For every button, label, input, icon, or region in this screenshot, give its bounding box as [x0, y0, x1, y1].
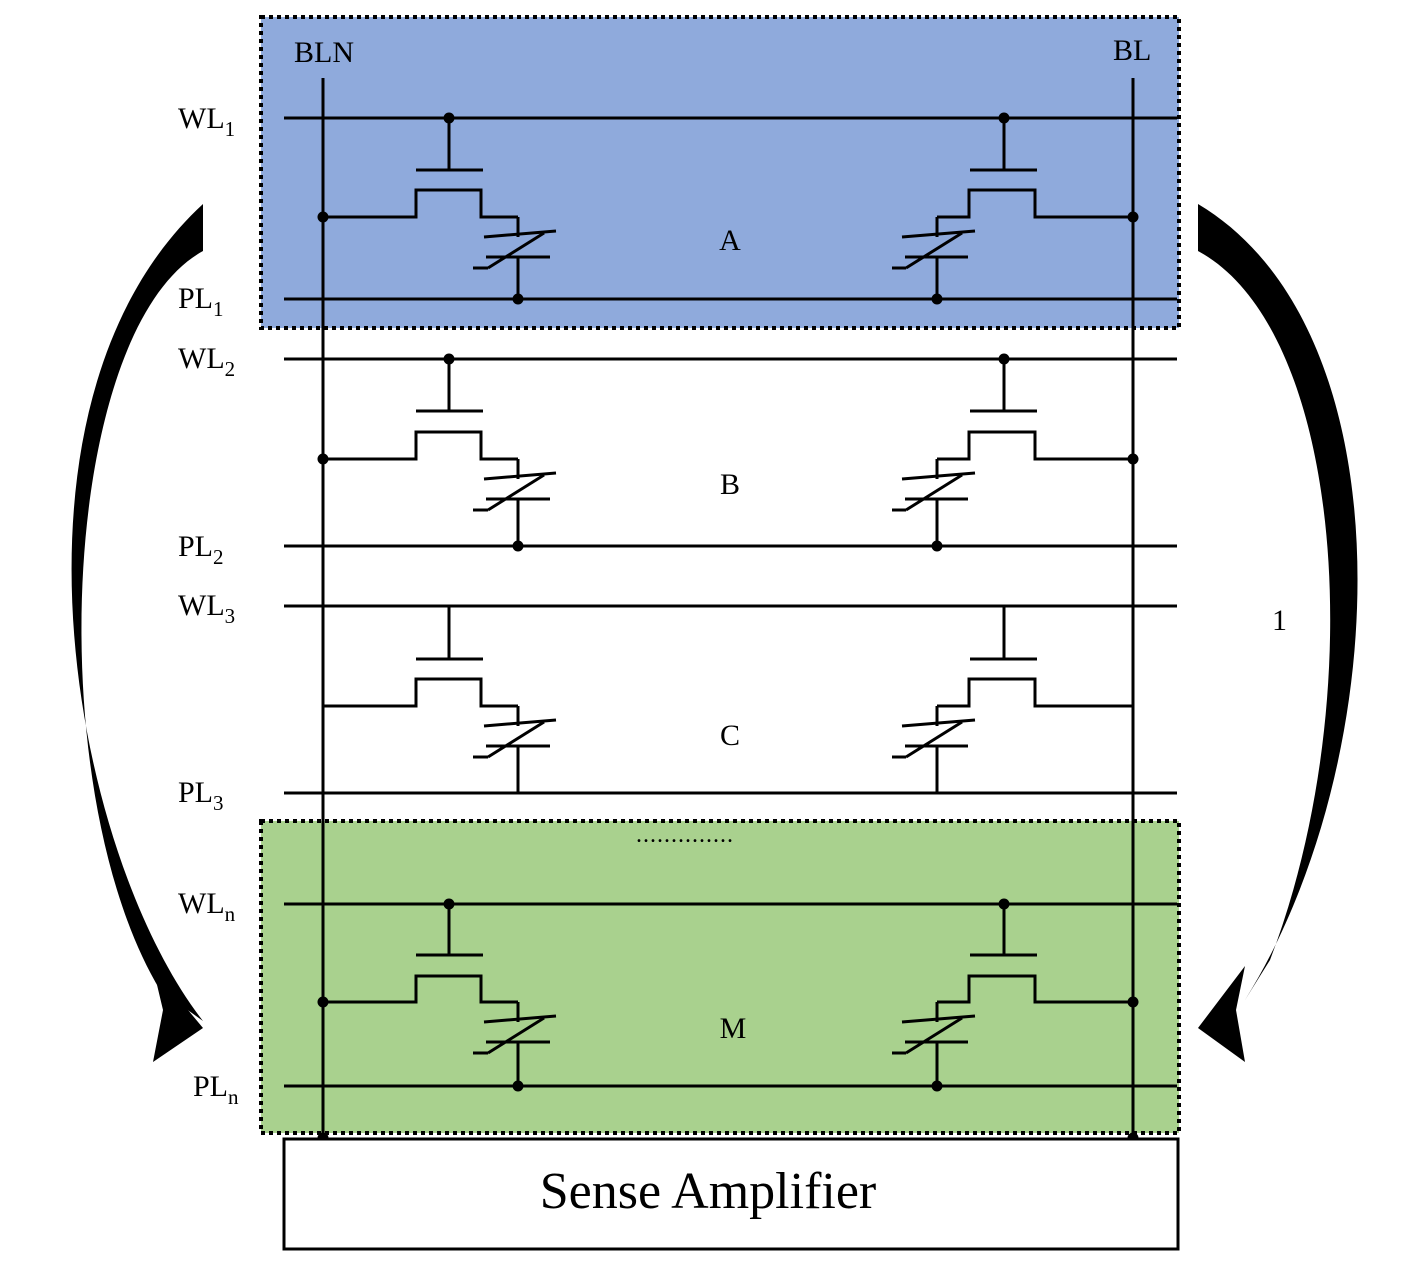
- wordline-label-subscript: 1: [225, 117, 236, 141]
- row-ellipsis: ..............: [636, 822, 734, 848]
- plateline-label-base: PL: [178, 530, 213, 563]
- selected-cell-region-top: [259, 15, 1181, 330]
- gate-junction: [443, 112, 455, 124]
- plateline-junction: [931, 293, 943, 305]
- ferroelectric-capacitor-icon: [892, 1002, 976, 1086]
- plateline-label: PL3: [178, 776, 224, 815]
- wordline-label-base: WL: [178, 342, 225, 375]
- wordline-label: WLn: [178, 887, 236, 926]
- nmos-transistor-icon: [323, 606, 518, 708]
- nmos-transistor-icon: [323, 359, 518, 461]
- gate-junction: [998, 898, 1010, 910]
- cell-label: A: [719, 224, 741, 257]
- plateline-junction: [931, 540, 943, 552]
- plateline-label-subscript: 1: [213, 297, 224, 321]
- ferroelectric-capacitor-icon: [892, 459, 976, 546]
- right-cell: [892, 118, 1133, 299]
- cell-label: B: [720, 468, 740, 501]
- left-cell: [323, 606, 557, 793]
- plateline-label-base: PL: [178, 776, 213, 809]
- plateline-junction: [512, 293, 524, 305]
- right-cell: [892, 904, 1133, 1086]
- plateline-label-subscript: 2: [213, 545, 224, 569]
- plateline-label: PL1: [178, 282, 224, 321]
- bitline-right-label: BL: [1113, 34, 1151, 67]
- right-cell: [892, 359, 1133, 546]
- nmos-transistor-icon: [323, 118, 518, 219]
- cell-label: M: [720, 1012, 747, 1045]
- nmos-transistor-icon: [937, 606, 1133, 708]
- plateline-junction: [512, 1080, 524, 1092]
- cell-label: C: [720, 719, 740, 752]
- right-curved-arrow-icon: [1198, 204, 1358, 1062]
- gate-junction: [998, 112, 1010, 124]
- plateline-junction: [512, 540, 524, 552]
- plateline-label: PLn: [193, 1070, 239, 1109]
- plateline-label-base: PL: [193, 1070, 228, 1103]
- left-cell: [323, 118, 557, 299]
- bitline-left-label: BLN: [294, 36, 354, 69]
- ferroelectric-capacitor-icon: [892, 217, 976, 299]
- nmos-transistor-icon: [937, 118, 1133, 219]
- wordline-label-subscript: 3: [225, 604, 236, 628]
- wordline-label: WL3: [178, 589, 235, 628]
- wordline-label: WL2: [178, 342, 235, 381]
- bitline-junction: [1127, 453, 1139, 465]
- plateline-label-subscript: n: [228, 1085, 239, 1109]
- gate-junction: [998, 353, 1010, 365]
- ferroelectric-capacitor-icon: [892, 706, 976, 793]
- wordline-label-base: WL: [178, 887, 225, 920]
- plateline-label-subscript: 3: [213, 791, 224, 815]
- left-curved-arrow-icon: [71, 204, 203, 1062]
- ferroelectric-capacitor-icon: [473, 217, 557, 299]
- bitline-junction: [317, 453, 329, 465]
- sense-amplifier-label: Sense Amplifier: [540, 1163, 877, 1220]
- nmos-transistor-icon: [937, 904, 1133, 1004]
- left-cell: [323, 904, 557, 1086]
- bitline-junction: [1127, 211, 1139, 223]
- left-cell: [323, 359, 557, 546]
- plateline-label-base: PL: [178, 282, 213, 315]
- bitline-junction: [1127, 996, 1139, 1008]
- plateline-junction: [931, 1080, 943, 1092]
- bitline-junction: [317, 211, 329, 223]
- wordline-label-base: WL: [178, 102, 225, 135]
- gate-junction: [443, 898, 455, 910]
- ferroelectric-capacitor-icon: [473, 706, 557, 793]
- gate-junction: [443, 353, 455, 365]
- wordline-label-subscript: n: [225, 902, 236, 926]
- wordline-label-subscript: 2: [225, 357, 236, 381]
- nmos-transistor-icon: [937, 359, 1133, 461]
- right-arrow-label: 1: [1272, 604, 1287, 637]
- bitline-junction: [317, 996, 329, 1008]
- sense-amplifier-box: [282, 1137, 1180, 1251]
- plateline-label: PL2: [178, 530, 224, 569]
- nmos-transistor-icon: [323, 904, 518, 1004]
- ferroelectric-capacitor-icon: [473, 1002, 557, 1086]
- wordline-label: WL1: [178, 102, 235, 141]
- wordline-label-base: WL: [178, 589, 225, 622]
- ferroelectric-capacitor-icon: [473, 459, 557, 546]
- right-cell: [892, 606, 1133, 793]
